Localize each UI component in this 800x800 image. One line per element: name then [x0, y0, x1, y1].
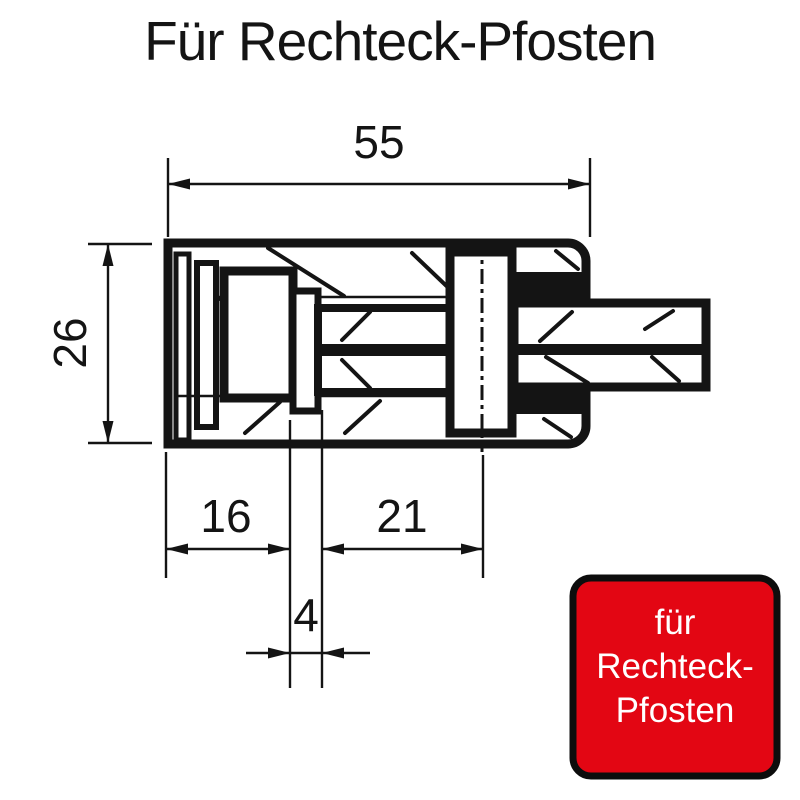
badge-line: Pfosten — [616, 691, 735, 730]
hook-top — [514, 249, 585, 302]
hatch-line — [243, 400, 282, 435]
dimension-right-depth: 21 — [320, 410, 485, 688]
jaw-block — [219, 266, 298, 403]
thread-line — [538, 310, 574, 343]
post-tube — [509, 298, 711, 392]
dimension-value: 21 — [376, 490, 427, 542]
arrowhead — [168, 178, 190, 190]
badge-line: für — [655, 603, 696, 642]
arrowhead — [461, 543, 483, 555]
badge-line: Rechteck- — [596, 647, 754, 686]
dimension-overall-width: 55 — [166, 116, 592, 237]
dimension-value: 4 — [293, 589, 319, 641]
arrowhead — [102, 244, 114, 266]
arrowhead — [166, 543, 188, 555]
thread-line — [650, 355, 681, 383]
dimension-left-depth: 16 — [164, 420, 292, 688]
hatch-line — [542, 417, 573, 439]
page-title: Für Rechteck-Pfosten — [144, 10, 656, 72]
arrowhead — [322, 543, 344, 555]
arrowhead — [268, 647, 290, 659]
thread-line — [340, 358, 372, 390]
arrowhead — [268, 543, 290, 555]
clamp-screw — [314, 304, 454, 396]
post-tube-midline — [514, 344, 706, 355]
thread-line — [643, 309, 675, 331]
dimension-overall-height: 26 — [44, 242, 152, 445]
hatch-line — [554, 249, 580, 271]
thread-line — [340, 310, 372, 342]
screw-core — [318, 344, 450, 356]
clamp-section — [163, 238, 711, 452]
glass-channel — [173, 251, 192, 443]
hatch-line — [343, 399, 382, 435]
badge-background — [569, 574, 781, 780]
dimension-value: 16 — [200, 490, 251, 542]
arrowhead — [568, 178, 590, 190]
arrowhead — [102, 421, 114, 443]
arrowhead — [322, 647, 344, 659]
dimension-value: 26 — [44, 317, 96, 368]
hatch-line — [266, 246, 346, 298]
dimension-value: 55 — [353, 116, 404, 168]
pad-plate — [194, 260, 219, 430]
post-front-wall — [445, 240, 517, 452]
dimension-glass-gap: 4 — [246, 589, 370, 659]
thread-line — [544, 355, 590, 385]
post-type-badge: für Rechteck- Pfosten — [569, 574, 781, 780]
hook-top-lip — [514, 272, 585, 302]
